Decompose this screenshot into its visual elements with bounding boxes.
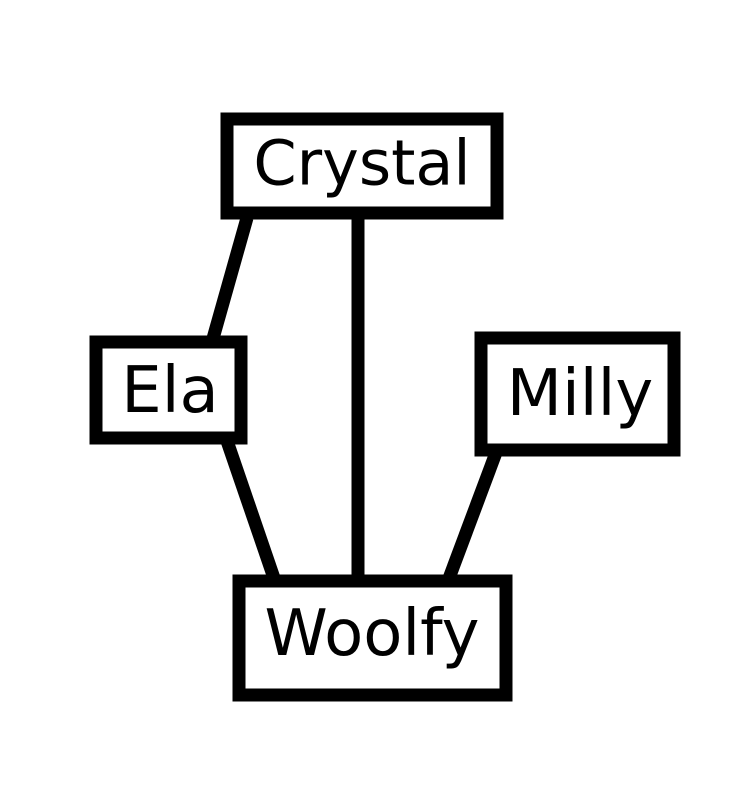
edge-ela-woolfy — [219, 435, 282, 584]
node-crystal: Crystal — [220, 112, 504, 220]
node-milly: Milly — [474, 331, 681, 457]
node-ela: Ela — [89, 335, 248, 445]
node-woolfy-label: Woolfy — [265, 597, 480, 671]
node-milly-label: Milly — [507, 357, 653, 431]
node-woolfy-box — [232, 574, 513, 702]
node-milly-box — [474, 331, 681, 457]
node-crystal-box — [220, 112, 504, 220]
node-crystal-label: Crystal — [253, 127, 470, 200]
edge-milly-woolfy — [441, 447, 504, 584]
node-ela-label: Ela — [121, 354, 218, 428]
edge-crystal-ela — [205, 216, 254, 344]
node-woolfy: Woolfy — [232, 574, 513, 702]
node-ela-box — [89, 335, 248, 445]
edges — [205, 216, 504, 584]
